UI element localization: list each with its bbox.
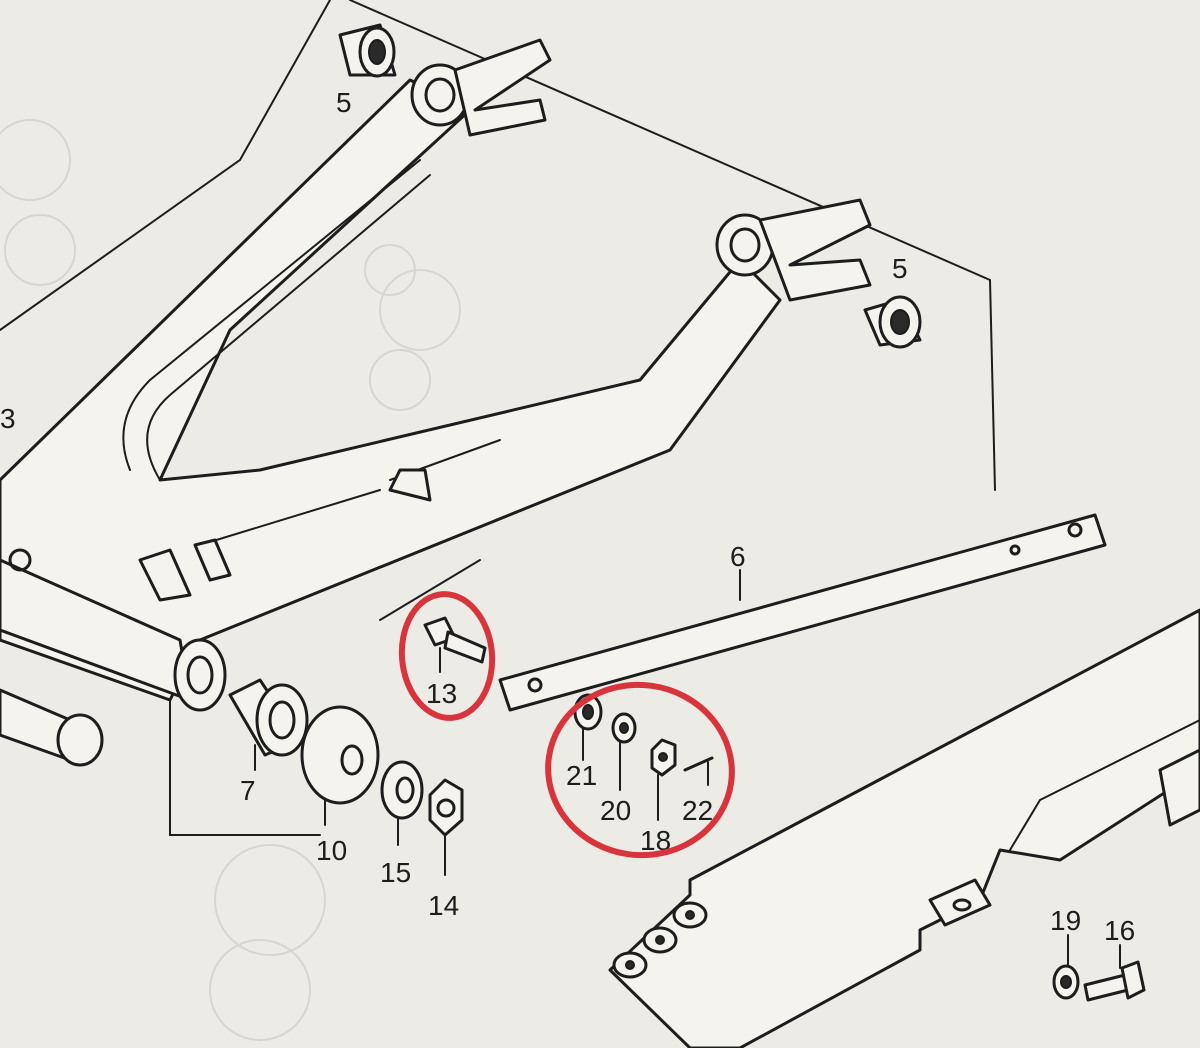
- part-18-nut: [650, 738, 677, 821]
- callout-15: 15: [380, 857, 411, 888]
- callout-16: 16: [1104, 915, 1135, 946]
- part-5-bushing-right: [863, 295, 922, 349]
- callout-13: 13: [426, 678, 457, 709]
- section-boundary: [0, 0, 996, 836]
- callout-labels: 5 5 3 6 7 10 15 14 13 21 20 18 22 19 16: [0, 87, 1135, 946]
- part-15-washer: [380, 760, 424, 846]
- highlight-circle-group-18-22: [545, 681, 735, 859]
- part-7-collar: [228, 678, 309, 771]
- part-13-bolt: [423, 616, 487, 673]
- drive-chain: [612, 901, 708, 979]
- part-16-bolt: [1083, 944, 1146, 1002]
- part-10-spacer: [300, 705, 380, 826]
- highlight-markings: [398, 591, 735, 859]
- highlight-circle-13: [398, 591, 496, 721]
- callout-20: 20: [600, 795, 631, 826]
- callout-7: 7: [240, 775, 256, 806]
- callout-10: 10: [316, 835, 347, 866]
- callout-14: 14: [428, 890, 459, 921]
- chain-guard: [608, 608, 1200, 1048]
- callout-3-edge: 3: [0, 403, 16, 434]
- part-14-castle-nut: [428, 778, 464, 876]
- part-6-torque-link: [498, 513, 1107, 712]
- callout-22: 22: [682, 795, 713, 826]
- callout-21: 21: [566, 760, 597, 791]
- background-ghost-parts: [0, 119, 461, 1041]
- callout-19: 19: [1050, 905, 1081, 936]
- callout-5-right: 5: [892, 253, 908, 284]
- swingarm: [0, 38, 872, 767]
- part-19-washer: [1052, 934, 1080, 1000]
- callout-6: 6: [730, 541, 746, 572]
- part-5-bushing-top: [338, 23, 397, 78]
- part-22-cotter-pin: [683, 756, 714, 786]
- part-20-washer: [611, 712, 637, 791]
- callout-5-top: 5: [336, 87, 352, 118]
